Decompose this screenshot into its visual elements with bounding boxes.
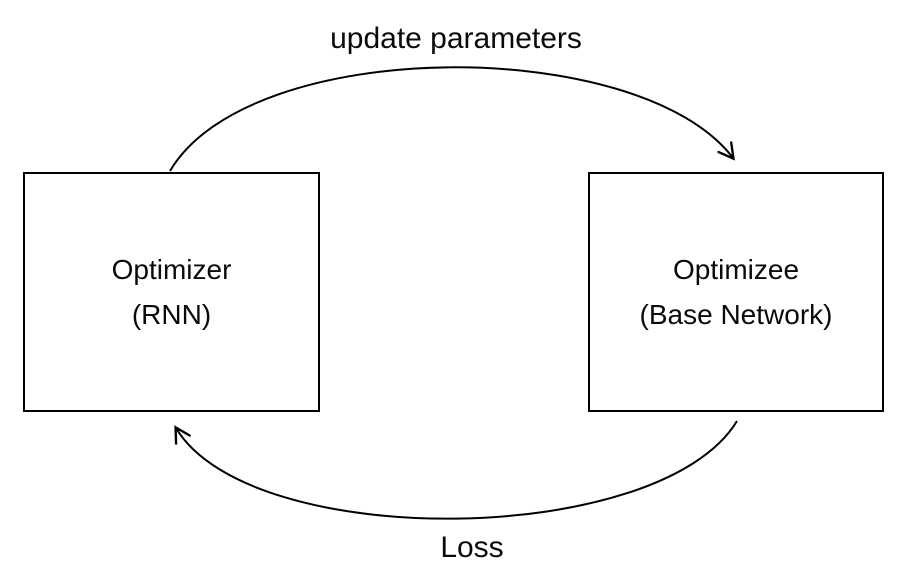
update-parameters-label: update parameters [330, 22, 582, 55]
optimizee-box: Optimizee (Base Network) [588, 172, 884, 412]
loss-label: Loss [440, 531, 504, 564]
optimizee-box-subtitle: (Base Network) [639, 299, 833, 330]
optimizer-box-title: Optimizer [111, 254, 232, 285]
optimizee-box-title: Optimizee [672, 254, 800, 285]
loss-arrow [176, 420, 738, 520]
optimizer-box: Optimizer (RNN) [23, 172, 320, 412]
update-parameters-arrow [169, 66, 733, 172]
optimizer-box-subtitle: (RNN) [131, 299, 212, 330]
